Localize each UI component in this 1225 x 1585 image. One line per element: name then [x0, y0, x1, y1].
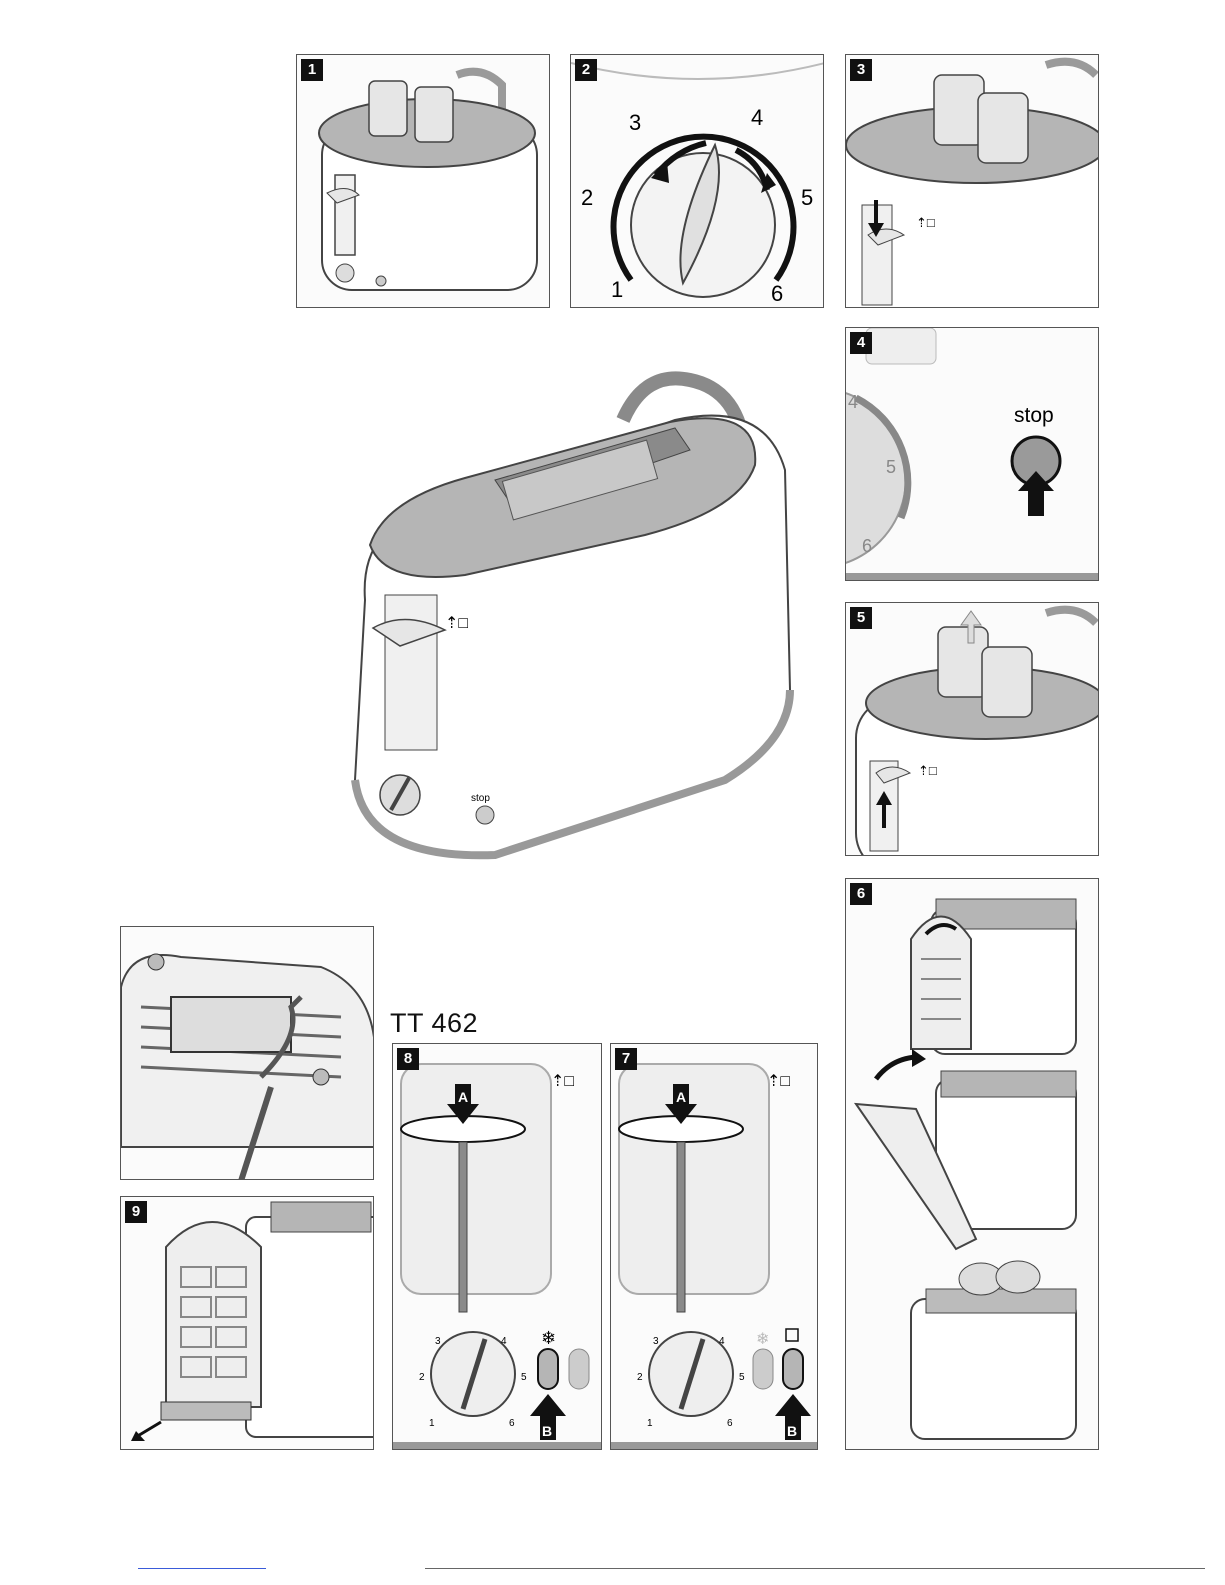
lift-toast-icon: ⇡□: [916, 215, 935, 230]
crumb-tray-illustration: [121, 1197, 374, 1450]
dial-number-6: 6: [509, 1418, 515, 1429]
dial-number-2: 2: [419, 1372, 425, 1383]
dial-number-3: 3: [629, 110, 641, 135]
lift-toast-icon: ⇡□: [445, 615, 468, 632]
marker-a: A: [676, 1089, 686, 1105]
panel-number: 1: [301, 59, 323, 81]
panel-number: 7: [615, 1048, 637, 1070]
dial-number-5: 5: [801, 185, 813, 210]
panel-1-toaster-overview: 1: [296, 54, 550, 308]
bun-warmer-illustration: [846, 879, 1099, 1450]
panel-7-reheat: 7 A ⇡□ 3 4 2 5 1 6 ❄ B: [610, 1043, 818, 1450]
snowflake-icon: ❄: [541, 1328, 556, 1348]
dial-number-5: 5: [886, 457, 896, 477]
panel-underside-cord-storage: [120, 926, 374, 1180]
panel-number: 8: [397, 1048, 419, 1070]
dial-number-6: 6: [862, 536, 872, 556]
footer-divider: [138, 1568, 266, 1569]
panel-number: 3: [850, 59, 872, 81]
panel-6-bun-warmer: 6: [845, 878, 1099, 1450]
underside-illustration: [121, 927, 374, 1180]
panel-8-defrost: 8 A ⇡□ 3 4 2 5 1 6 ❄ B: [392, 1043, 602, 1450]
dial-number-2: 2: [581, 185, 593, 210]
dial-number-1: 1: [647, 1418, 653, 1429]
control-panel-illustration: A ⇡□ 3 4 2 5 1 6 ❄ B: [611, 1044, 818, 1450]
control-panel-illustration: A ⇡□ 3 4 2 5 1 6 ❄ B: [393, 1044, 602, 1450]
dial-number-4: 4: [848, 392, 858, 412]
dial-number-4: 4: [719, 1336, 725, 1347]
dial-number-5: 5: [739, 1372, 745, 1383]
stop-label: stop: [471, 793, 490, 804]
dial-number-6: 6: [771, 281, 783, 306]
marker-b: B: [787, 1423, 797, 1439]
lift-toast-icon: ⇡□: [551, 1073, 574, 1090]
panel-number: 4: [850, 332, 872, 354]
snowflake-icon: ❄: [756, 1331, 769, 1348]
dial-number-3: 3: [435, 1336, 441, 1347]
lift-toast-icon: ⇡□: [918, 763, 937, 778]
stop-label: stop: [1014, 404, 1054, 427]
footer-divider: [425, 1568, 1205, 1569]
reheat-icon: [786, 1329, 798, 1341]
panel-3-lower-toast: 3 ⇡□: [845, 54, 1099, 308]
dial-number-4: 4: [751, 105, 763, 130]
stop-illustration: 4 5 6 stop: [846, 328, 1099, 581]
dial-number-5: 5: [521, 1372, 527, 1383]
panel-number: 9: [125, 1201, 147, 1223]
dial-number-1: 1: [611, 277, 623, 302]
panel-5-lift-toast: 5 ⇡□: [845, 602, 1099, 856]
model-label: TT 462: [390, 1008, 478, 1039]
toaster-illustration: ⇡□: [846, 603, 1099, 856]
lift-toast-icon: ⇡□: [767, 1073, 790, 1090]
marker-b: B: [542, 1423, 552, 1439]
marker-a: A: [458, 1089, 468, 1105]
panel-4-stop-button: 4 4 5 6 stop: [845, 327, 1099, 581]
dial-number-4: 4: [501, 1336, 507, 1347]
main-toaster-illustration: ⇡□ stop: [345, 360, 815, 880]
dial-illustration: 3 4 2 5 1 6: [571, 55, 824, 308]
dial-number-2: 2: [637, 1372, 643, 1383]
dial-number-3: 3: [653, 1336, 659, 1347]
panel-9-crumb-tray: 9: [120, 1196, 374, 1450]
panel-number: 6: [850, 883, 872, 905]
panel-number: 5: [850, 607, 872, 629]
toaster-illustration: ⇡□: [846, 55, 1099, 308]
toaster-illustration: [297, 55, 550, 308]
panel-number: 2: [575, 59, 597, 81]
panel-2-browning-dial: 2 3 4 2 5 1 6: [570, 54, 824, 308]
dial-number-6: 6: [727, 1418, 733, 1429]
dial-number-1: 1: [429, 1418, 435, 1429]
